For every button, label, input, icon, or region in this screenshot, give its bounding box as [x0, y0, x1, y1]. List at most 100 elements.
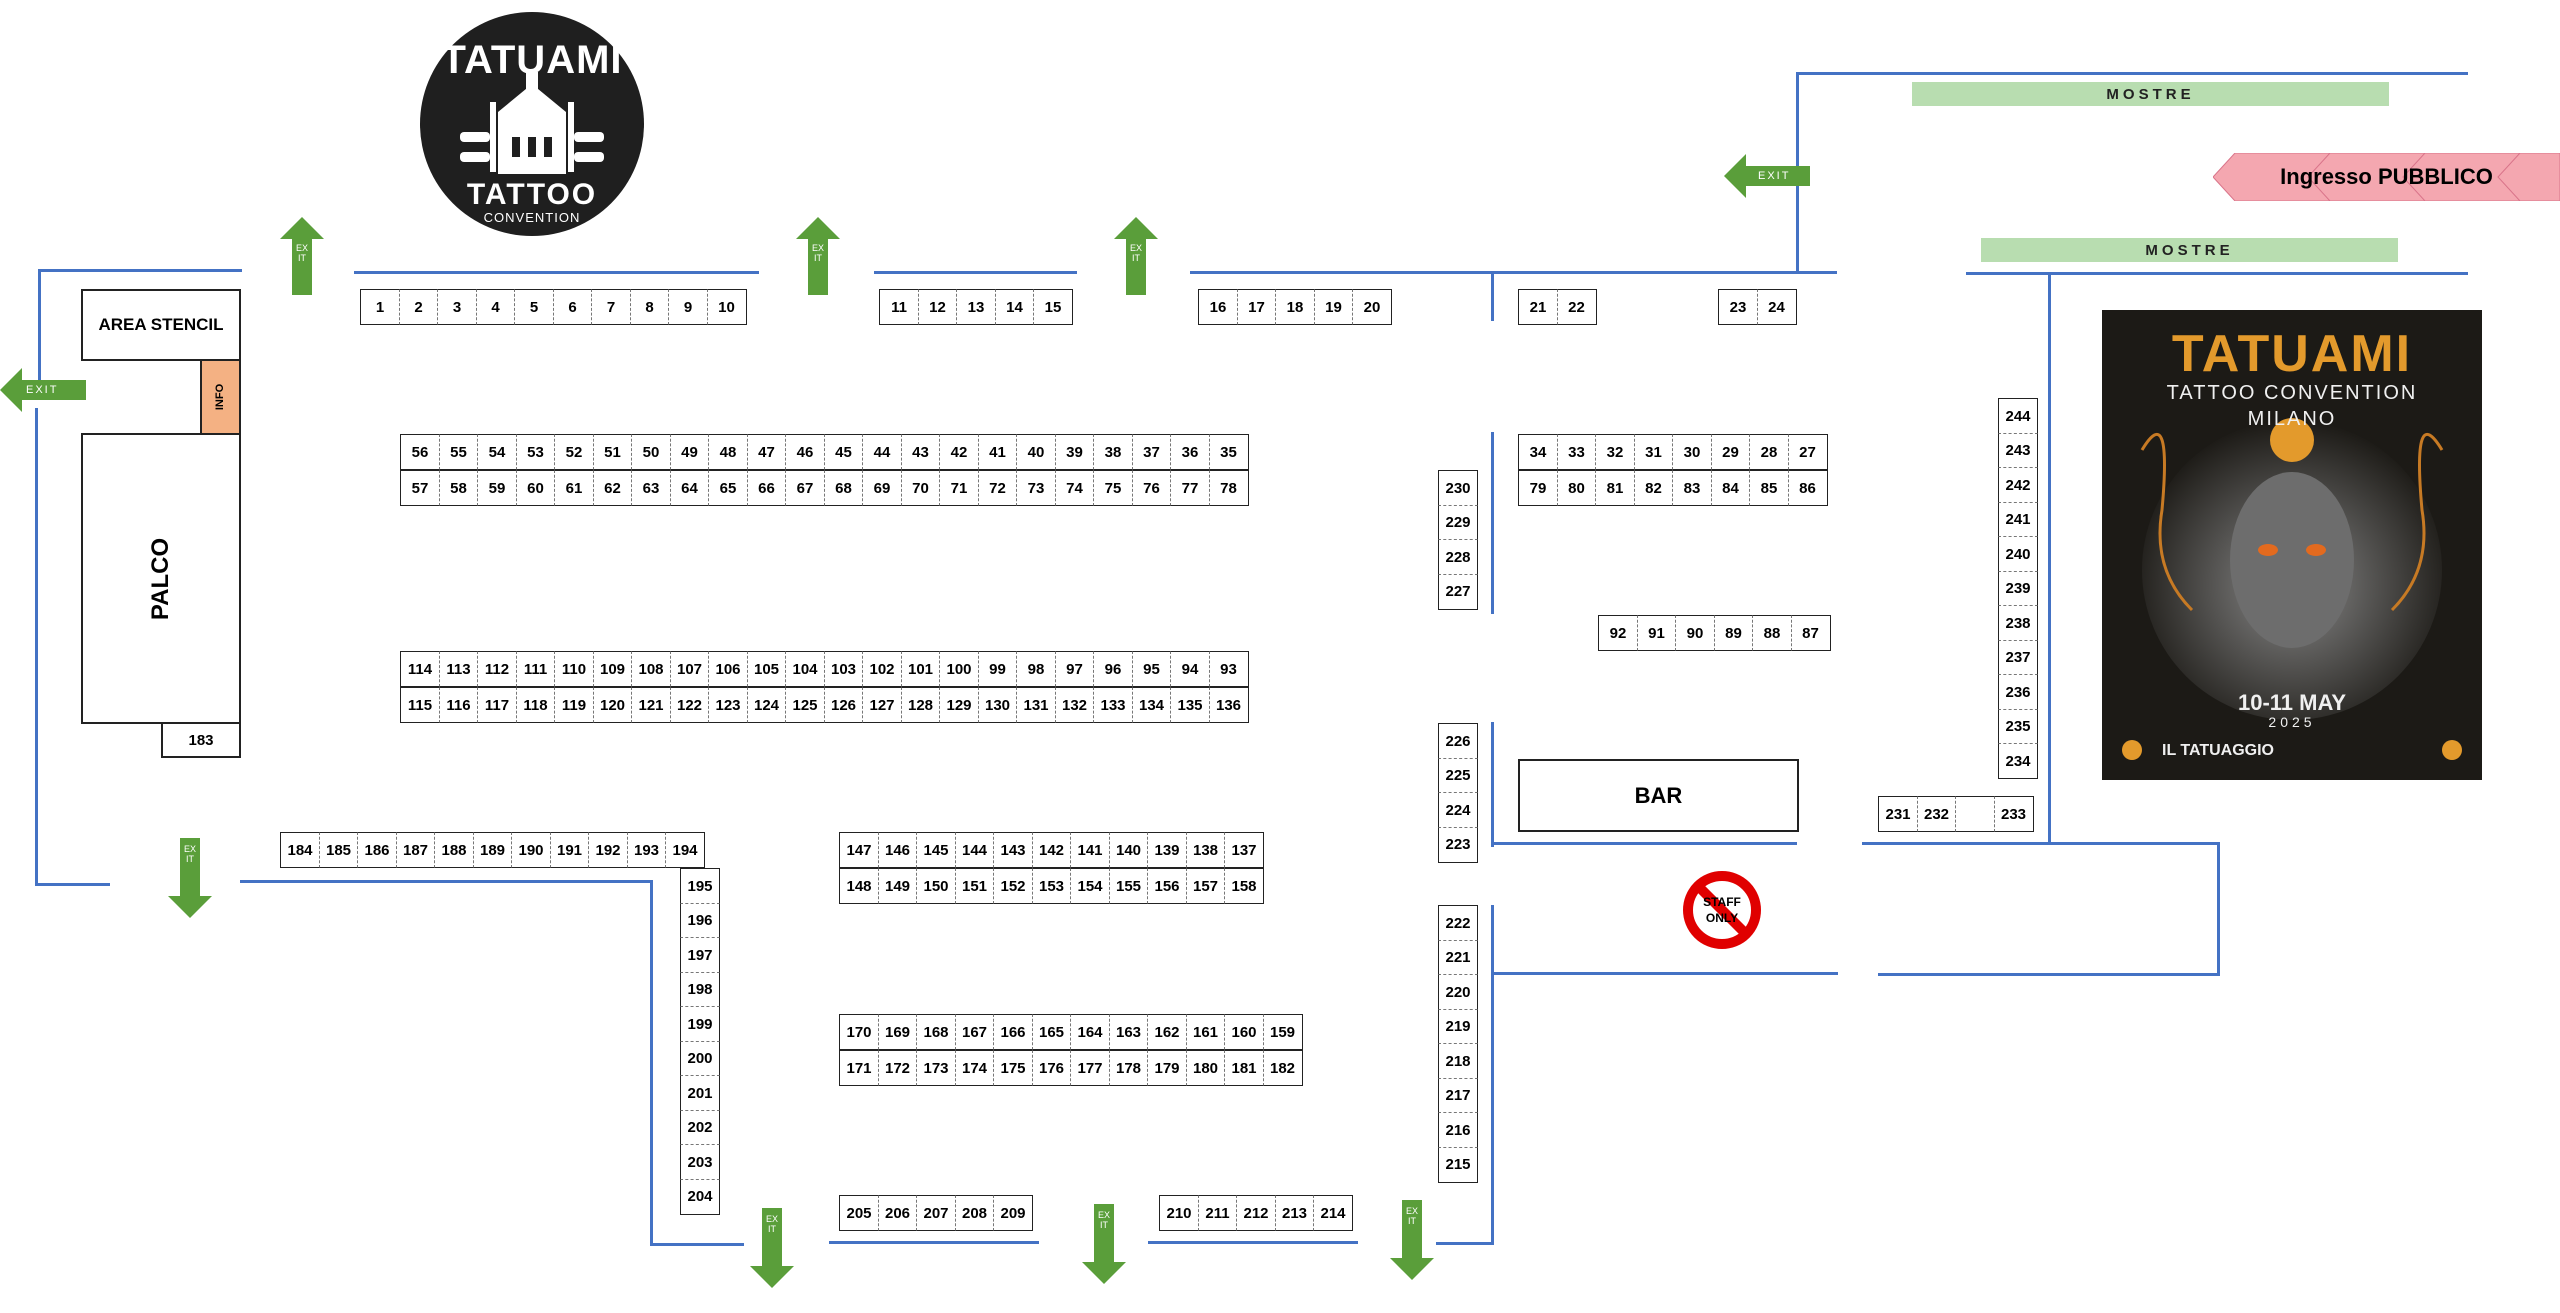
- palco-stage: PALCO: [81, 433, 241, 724]
- booth: 140: [1108, 832, 1149, 868]
- booth: 27: [1787, 434, 1828, 470]
- booth: 47: [746, 434, 787, 470]
- booth: 166: [993, 1014, 1033, 1050]
- booth: 96: [1093, 651, 1133, 687]
- booth: 196: [680, 902, 720, 939]
- exit-label: EXIT: [1130, 243, 1143, 263]
- booth: 167: [954, 1014, 995, 1050]
- booth-label: 183: [188, 731, 214, 749]
- booth: 5: [514, 289, 554, 325]
- booth: 233: [1993, 796, 2034, 832]
- exit-arrow-down: EXIT: [1082, 1204, 1126, 1284]
- booth: 155: [1108, 868, 1149, 904]
- wall: [38, 269, 41, 387]
- booth: 30: [1672, 434, 1712, 470]
- booth: 124: [746, 687, 787, 723]
- booth: 129: [939, 687, 979, 723]
- wall: [35, 408, 38, 886]
- booth: 152: [993, 868, 1033, 904]
- booth: 163: [1108, 1014, 1149, 1050]
- booth: 11: [879, 289, 919, 325]
- booth: 14: [994, 289, 1035, 325]
- booth: 231: [1878, 796, 1918, 832]
- booth: 55: [438, 434, 479, 470]
- booth: 50: [631, 434, 671, 470]
- booth: 154: [1070, 868, 1110, 904]
- logo-bottom-text: TATTOO: [466, 178, 598, 211]
- booth: 138: [1185, 832, 1226, 868]
- booth: 56: [400, 434, 440, 470]
- booth: 127: [862, 687, 902, 723]
- booth: 106: [708, 651, 748, 687]
- booth: 174: [954, 1050, 995, 1086]
- booth: 82: [1633, 470, 1674, 506]
- booth: 142: [1031, 832, 1072, 868]
- booth: 36: [1170, 434, 1210, 470]
- tatuami-logo: TATUAMI TATTOO CONVENTION: [420, 12, 644, 236]
- exit-arrow-left: EXIT: [0, 368, 86, 412]
- booth: 137: [1224, 832, 1264, 868]
- wall: [1436, 1242, 1494, 1245]
- booth: 230: [1438, 470, 1478, 506]
- booth: 209: [993, 1195, 1033, 1231]
- booth: 181: [1224, 1050, 1264, 1086]
- area-stencil: AREA STENCIL: [81, 289, 241, 361]
- booth: 73: [1016, 470, 1056, 506]
- booth: 44: [862, 434, 902, 470]
- booth: 69: [862, 470, 902, 506]
- booth: 219: [1438, 1008, 1478, 1045]
- booth: 42: [939, 434, 979, 470]
- wall: [1796, 72, 2468, 75]
- booth: 60: [515, 470, 556, 506]
- booth: 131: [1016, 687, 1056, 723]
- exit-arrow-up: EXIT: [280, 217, 324, 295]
- booth: 54: [477, 434, 517, 470]
- booth: 81: [1595, 470, 1635, 506]
- booth: 83: [1672, 470, 1712, 506]
- booth: 149: [877, 868, 918, 904]
- booth: 43: [900, 434, 941, 470]
- booth: 61: [554, 470, 594, 506]
- booth: 102: [862, 651, 902, 687]
- booth: 190: [511, 832, 551, 868]
- booth: 145: [916, 832, 956, 868]
- booth: 49: [669, 434, 710, 470]
- booth: 46: [785, 434, 825, 470]
- booth: 161: [1185, 1014, 1226, 1050]
- booth: 204: [680, 1178, 720, 1215]
- booth: 98: [1016, 651, 1056, 687]
- wall: [650, 880, 653, 1246]
- booth: 68: [823, 470, 864, 506]
- booth: 238: [1998, 605, 2038, 641]
- booth: 136: [1208, 687, 1249, 723]
- wall: [1966, 272, 2468, 275]
- wall: [240, 880, 653, 883]
- booth: 215: [1438, 1146, 1478, 1183]
- booth: 15: [1033, 289, 1073, 325]
- booth: 182: [1262, 1050, 1303, 1086]
- booth: 40: [1016, 434, 1056, 470]
- exit-label: EXIT: [766, 1214, 779, 1234]
- booth: 150: [916, 868, 956, 904]
- booth: 64: [669, 470, 710, 506]
- booth: 191: [549, 832, 590, 868]
- booth: 39: [1054, 434, 1095, 470]
- booth: 214: [1313, 1195, 1353, 1231]
- booth: 240: [1998, 536, 2038, 572]
- booth: 133: [1093, 687, 1133, 723]
- booth: 198: [680, 971, 720, 1008]
- booth: 234: [1998, 743, 2038, 779]
- booth: 239: [1998, 570, 2038, 607]
- booth: 146: [877, 832, 918, 868]
- booth: 201: [680, 1075, 720, 1111]
- booth: 76: [1131, 470, 1172, 506]
- wall: [2217, 842, 2220, 976]
